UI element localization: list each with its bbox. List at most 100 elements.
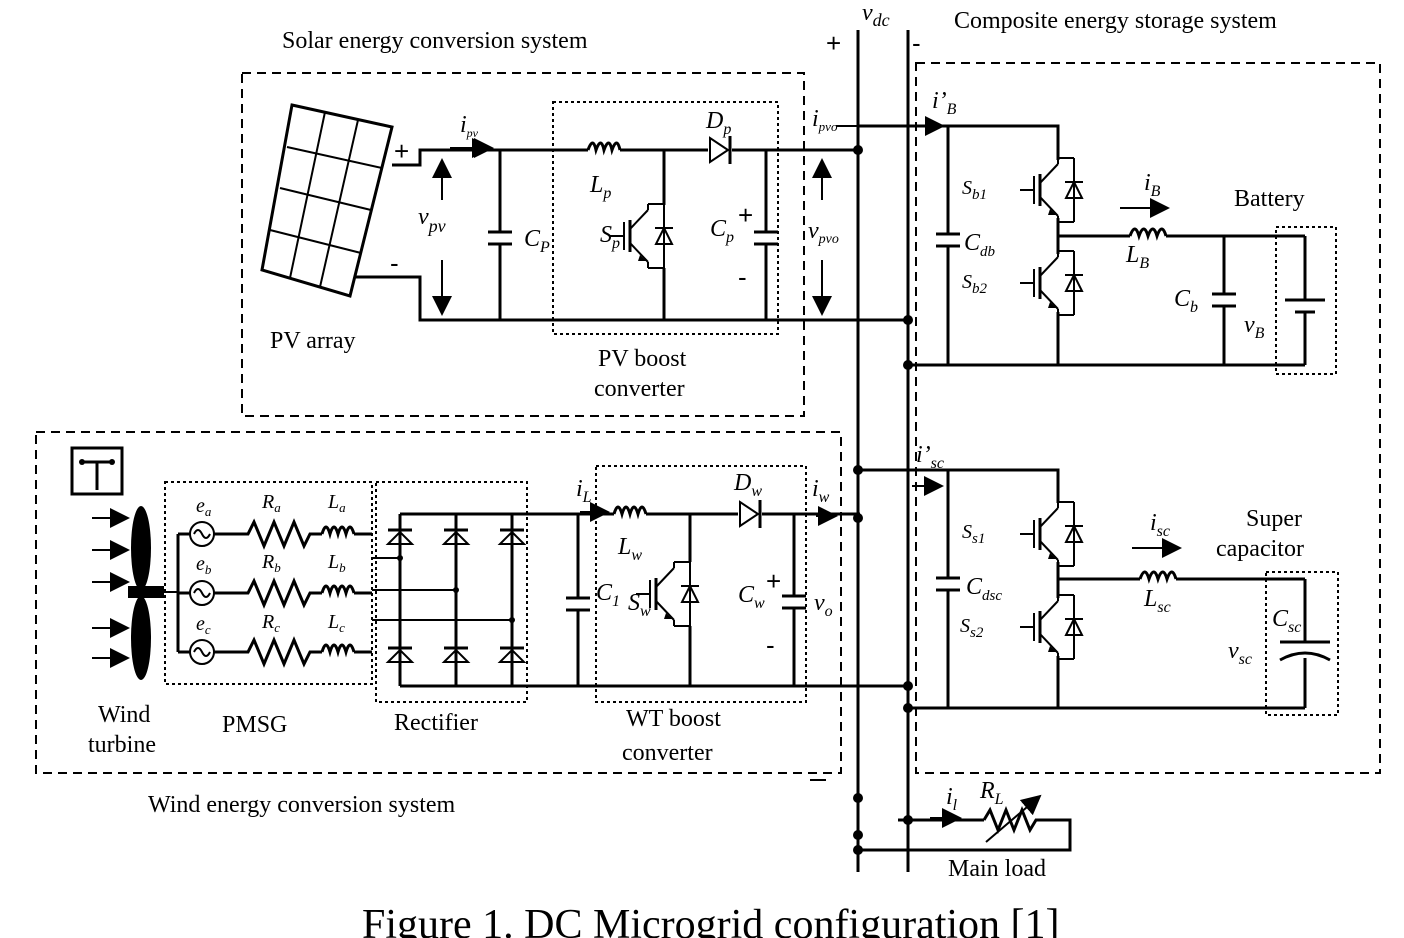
ss2-switch-icon (1018, 593, 1085, 661)
csc-label: Csc (1272, 606, 1301, 636)
cp2-minus: - (738, 262, 747, 292)
dp-label: Dp (705, 108, 731, 138)
il-small-label: il (946, 784, 958, 814)
cdb-label: Cdb (964, 230, 996, 260)
vpv-label: vpv (418, 204, 446, 236)
lb-inductor (1128, 227, 1168, 241)
wt-wiring (512, 502, 908, 688)
wind-turbine-label-2: turbine (88, 732, 156, 758)
isc-label: isc (1150, 510, 1170, 540)
lw-label: Lw (617, 534, 642, 564)
sp-label: Sp (600, 222, 620, 252)
wind-system-box (35, 431, 842, 774)
lsc-inductor (1138, 570, 1178, 584)
cp2-label: Cp (710, 216, 734, 246)
dw-diode (739, 500, 762, 528)
sw-label: Sw (628, 590, 651, 620)
cw-plus: + (766, 566, 781, 596)
lsc-label: Lsc (1143, 586, 1171, 616)
pv-plus: + (394, 136, 409, 166)
cb-label: Cb (1174, 286, 1198, 316)
pv-boost-label-2: converter (594, 376, 685, 402)
ec-label: ec (196, 613, 211, 637)
isc-prime-label: i’sc (916, 442, 944, 472)
iw-label: iw (812, 476, 830, 506)
wt-boost-box (595, 465, 807, 703)
wind-turbine-label-1: Wind (98, 702, 150, 728)
supercap-wiring (858, 468, 1331, 710)
vsc-label: vsc (1228, 638, 1252, 668)
supercap-label-2: capacitor (1216, 536, 1304, 562)
sb2-label: Sb2 (962, 271, 988, 297)
cp-label: CP (524, 226, 550, 256)
vpvo-label: vpvo (808, 218, 839, 247)
wt-boost-label-2: converter (622, 740, 713, 766)
vpv-arrows (432, 116, 945, 316)
pv-boost-box (552, 101, 779, 335)
lb-label: LB (1125, 242, 1149, 272)
lc-label: Lc (327, 611, 345, 635)
rl-label: RL (979, 778, 1004, 808)
supercap-label-1: Super (1246, 506, 1302, 532)
cdsc-label: Cdsc (966, 574, 1002, 604)
pv-boost-label-1: PV boost (598, 346, 687, 372)
la-label: La (327, 491, 346, 515)
ea-label: ea (196, 495, 212, 519)
wind-turbine-icon (92, 506, 164, 680)
battery-box (1275, 226, 1337, 375)
wt-boost-label-1: WT boost (626, 706, 721, 732)
lb-small-label: Lb (327, 551, 346, 575)
pmsg-wiring (164, 518, 372, 668)
rb-label: Rb (261, 551, 281, 575)
sb1-label: Sb1 (962, 177, 987, 203)
vb-label: vB (1244, 312, 1265, 342)
cw-minus: - (766, 630, 775, 660)
rectifier-label: Rectifier (394, 710, 478, 736)
ss1-label: Ss1 (962, 521, 985, 547)
c1-label: C1 (596, 580, 620, 610)
ipv-label: ipv (460, 112, 479, 140)
vo-label: vo (814, 590, 833, 620)
sb2-switch-icon (1018, 249, 1085, 317)
rectifier-box (375, 481, 528, 703)
pv-array-label: PV array (270, 328, 356, 354)
dp-diode (709, 136, 732, 164)
main-load-wiring (810, 779, 1072, 852)
storage-system-box (915, 62, 1381, 774)
cp2-plus: + (738, 200, 753, 230)
battery-wiring (858, 124, 1325, 367)
ib-prime-label: i’B (932, 88, 957, 118)
pmsg-label: PMSG (222, 712, 287, 738)
lp-inductor (586, 141, 622, 156)
pv-minus: - (390, 248, 399, 278)
bus-plus-sign: + (826, 28, 841, 58)
eb-label: eb (196, 553, 212, 577)
pv-wiring (354, 138, 908, 322)
battery-label: Battery (1234, 186, 1305, 212)
solar-system-title: Solar energy conversion system (282, 28, 588, 54)
rectifier-bridge (372, 512, 527, 688)
supercap-box (1265, 571, 1339, 716)
ss2-label: Ss2 (960, 615, 984, 641)
sb1-switch-icon (1018, 156, 1085, 224)
bus-minus-sign: - (912, 28, 921, 58)
storage-system-title: Composite energy storage system (954, 8, 1277, 34)
dc-bus (856, 30, 910, 872)
ss1-switch-icon (1018, 500, 1085, 568)
il-label: iL (576, 476, 592, 506)
lw-inductor (612, 505, 648, 520)
figure-caption: Figure 1. DC Microgrid configuration [1] (362, 902, 1060, 938)
control-t-icon (70, 446, 124, 496)
pv-panel-icon (260, 103, 394, 298)
pmsg-box (164, 481, 373, 685)
ib-label: iB (1144, 170, 1161, 200)
solar-system-box (241, 72, 805, 417)
cw-label: Cw (738, 582, 765, 612)
dw-label: Dw (733, 470, 762, 500)
ra-label: Ra (261, 491, 281, 515)
wind-system-title: Wind energy conversion system (148, 792, 456, 818)
main-load-label: Main load (948, 856, 1046, 882)
vdc-label: vdc (862, 0, 890, 30)
rc-label: Rc (261, 611, 280, 635)
